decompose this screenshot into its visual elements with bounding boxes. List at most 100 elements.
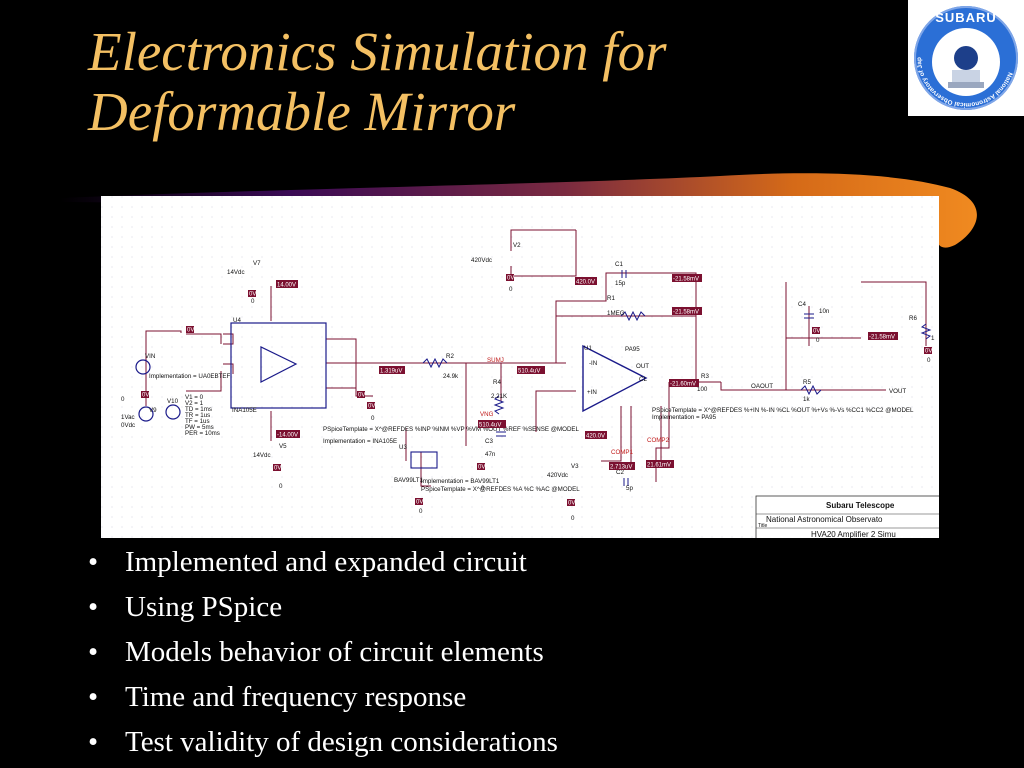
bullet-marker: • (88, 591, 99, 623)
label-gnd-4: 0 (371, 415, 375, 422)
label-v3-val: 420Vdc (547, 472, 568, 479)
resistor-r2-icon (422, 357, 448, 369)
label-u4: U4 (233, 317, 241, 324)
probe-0v-9: 0V (568, 501, 575, 507)
label-impl-ua: Implementation = UA0EBTEF (149, 373, 231, 380)
label-v7-val: 14Vdc (227, 269, 245, 276)
bullet-marker: • (88, 681, 99, 713)
label-v10: V10 (167, 398, 179, 405)
probe-1319uv: 1.319uV (380, 369, 402, 375)
decorative-swoosh (60, 173, 977, 248)
pin-cl: CL (639, 376, 647, 383)
label-u3-model: BAV99LT1 (394, 477, 424, 484)
label-r6-val: 1 (931, 335, 935, 342)
probe-0v-4: 0V (358, 393, 365, 399)
label-vin: VIN (145, 353, 155, 360)
v10-param-6: PER = 10ms (185, 430, 220, 437)
probe-510uv-a: 510.4uV (518, 369, 540, 375)
probe-14v: 14.00V (277, 283, 296, 289)
probe-0v-1: 0V (187, 328, 194, 334)
label-tpl-bav: PSpiceTemplate = X^@REFDES %A %C %AC @MO… (421, 486, 580, 493)
probe-neg14v: -14.00V (277, 433, 298, 439)
label-c2: C2 (616, 469, 624, 476)
bullet-text: Models behavior of circuit elements (125, 636, 544, 668)
capacitor-c3-icon (496, 431, 506, 437)
label-gnd-1: 0 (121, 396, 125, 403)
label-v3: V3 (571, 463, 579, 470)
resistor-r1-icon (620, 310, 646, 322)
label-r2-val: 24.9k (443, 373, 459, 380)
label-r3-val: 100 (697, 386, 708, 393)
label-c4-val: 10n (819, 308, 830, 315)
probe-neg2158-a: -21.58mV (673, 277, 699, 283)
pin-in-plus: +IN (587, 389, 597, 396)
bullet-text: Test validity of design considerations (125, 726, 558, 758)
label-c2-val: 5p (626, 485, 633, 492)
bullet-item: • Using PSpice (88, 585, 558, 630)
pspice-schematic: U4 INA105E U1 PA95 V7 14Vdc V5 14Vdc V2 … (101, 196, 939, 538)
label-r2: R2 (446, 353, 454, 360)
label-vng: VNG (480, 411, 494, 418)
label-v2-val: 420Vdc (471, 257, 492, 264)
probe-0v-6: 0V (507, 276, 514, 282)
titleblock-label: Title (758, 523, 767, 529)
probe-510uv-b: 510.4uV (479, 423, 501, 429)
v10-param-3: TR = 1us (185, 412, 210, 419)
capacitor-c4-icon (804, 313, 814, 319)
bullet-item: • Test validity of design considerations (88, 720, 558, 765)
pin-in-minus: -IN (589, 360, 597, 367)
label-v9-val2: 0Vdc (121, 422, 135, 429)
label-impl-bav: Implementation = BAV99LT1 (421, 478, 500, 485)
label-u4-model: INA105E (232, 407, 257, 414)
bullet-item: • Time and frequency response (88, 675, 558, 720)
capacitor-c1-icon (621, 270, 627, 278)
label-c1-val: 15p (615, 280, 626, 287)
label-gnd-8: 0 (509, 286, 513, 293)
label-c4: C4 (798, 301, 806, 308)
label-comp1: COMP1 (611, 449, 634, 456)
label-u3: U3 (399, 444, 407, 451)
titleblock-line1: Subaru Telescope (826, 501, 895, 510)
probe-neg2160: -21.60mV (670, 382, 696, 388)
label-gnd-7: 0 (571, 515, 575, 522)
v9-source-icon (138, 406, 154, 422)
v10-param-4: TF = 1us (185, 418, 210, 425)
label-vout: VOUT (889, 388, 906, 395)
logo-emblem: SUBARU National Astronomical Observatory… (906, 0, 1018, 110)
probe-420v-b: 420.0V (586, 434, 605, 440)
bullet-marker: • (88, 636, 99, 668)
probe-0v-10: 0V (813, 329, 820, 335)
bullet-text: Using PSpice (125, 591, 283, 623)
label-gnd-3: 0 (279, 483, 283, 490)
label-gnd-6: 0 (481, 485, 485, 492)
v10-param-5: PW = 5ms (185, 424, 214, 431)
bullet-text: Time and frequency response (125, 681, 467, 713)
resistor-r4-icon (493, 395, 505, 415)
v10-param-1: V2 = 1 (185, 400, 204, 407)
logo-top-text: SUBARU (935, 10, 997, 25)
capacitor-c2-icon (623, 478, 629, 486)
label-gnd-9: 0 (816, 337, 820, 344)
probe-420v: 420.0V (576, 280, 595, 286)
probe-2713uv: 2.713uV (610, 465, 632, 471)
ina105e-opamp (260, 346, 298, 383)
label-sumj: SUMJ (487, 357, 504, 364)
slide-title: Electronics Simulation for Deformable Mi… (88, 22, 666, 142)
probe-0v-11: 0V (925, 349, 932, 355)
label-v7: V7 (253, 260, 261, 267)
probe-neg2158-b: -21.58mV (673, 310, 699, 316)
label-u1: U1 (584, 345, 592, 352)
bullet-marker: • (88, 726, 99, 758)
v10-param-2: TD = 1ms (185, 406, 212, 413)
label-r5-val: 1k (803, 396, 810, 403)
resistor-r5-icon (800, 384, 822, 396)
label-oaout: OAOUT (751, 383, 773, 390)
probe-0v-8: 0V (416, 500, 423, 506)
label-gnd-5: 0 (419, 508, 423, 515)
pa95-opamp (582, 344, 648, 413)
schematic-drawing: U4 INA105E U1 PA95 V7 14Vdc V5 14Vdc V2 … (101, 196, 939, 538)
v10-source-icon (165, 404, 181, 420)
ina105e-box (230, 322, 327, 409)
label-tpl-pa95: PSpiceTemplate = X^@REFDES %+IN %-IN %CL… (652, 407, 914, 414)
